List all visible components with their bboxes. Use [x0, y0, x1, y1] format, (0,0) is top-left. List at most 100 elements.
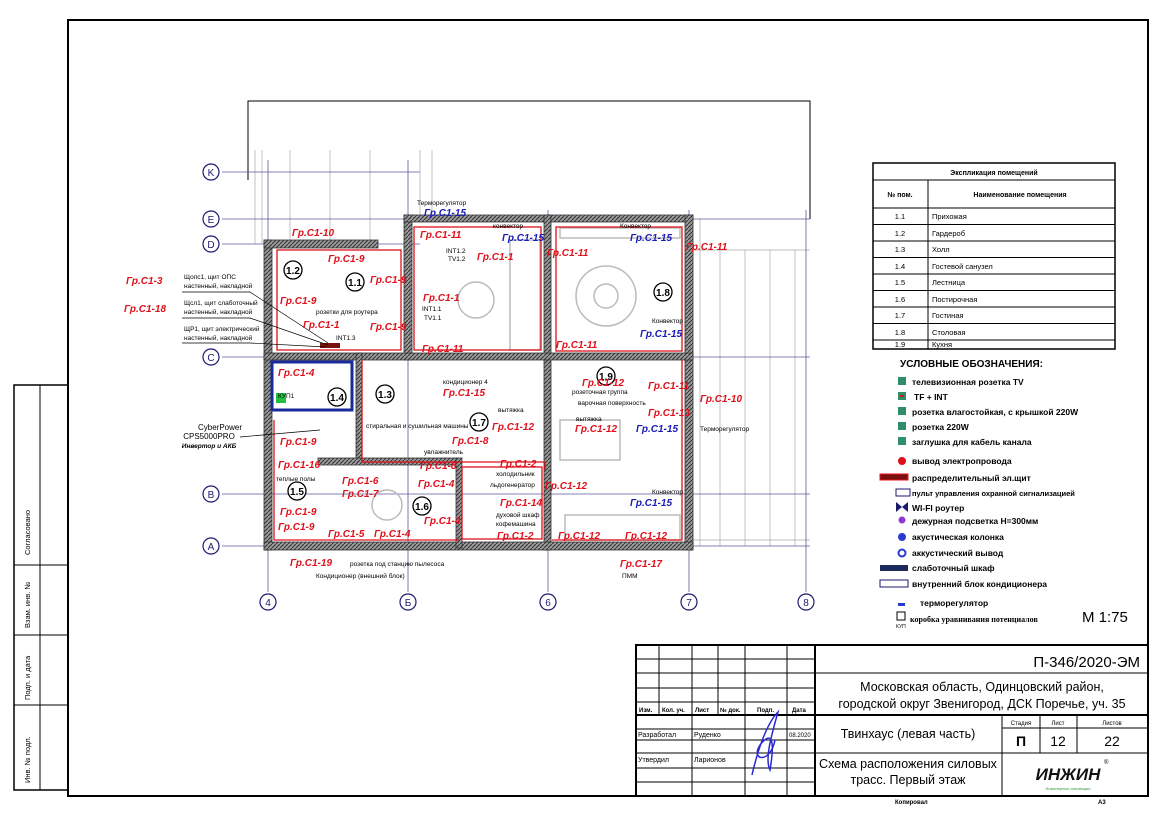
cyberpower-label: CyberPower	[198, 423, 242, 432]
circuit-label: Гр.С1-4	[374, 529, 411, 540]
room-1-6: 1.6	[415, 502, 429, 513]
legend-item: акустическая колонка	[912, 532, 1004, 542]
annotation: конвектор	[493, 223, 524, 230]
room-table-cell: Гардероб	[932, 229, 965, 238]
stamp-sign-date: Подп. и дата	[23, 655, 32, 700]
address-line-2: городской округ Звенигород, ДСК Поречье,…	[838, 697, 1125, 711]
annotation: Щопс1, щит ОПС	[184, 274, 236, 281]
circuit-labels: Гр.С1-10 Гр.С1-9 Гр.С1-9 Гр.С1-9 Гр.С1-9…	[124, 208, 742, 570]
cyberpower-desc: Инвертор и АКБ	[182, 443, 237, 450]
circuit-label: Гр.С1-14	[500, 498, 542, 509]
legend-title: УСЛОВНЫЕ ОБОЗНАЧЕНИЯ:	[900, 359, 1043, 370]
tv-socket-icon	[898, 377, 906, 385]
distribution-board	[320, 343, 340, 348]
floor-plan: K E D C B A 4 Б 6 7 8 1.1 1.2 1.3 1.4 1.…	[124, 100, 815, 611]
legend-item: розетка влагостойкая, с крышкой 220W	[912, 407, 1079, 417]
axis-4: 4	[265, 598, 271, 609]
room-table-col-number: № пом.	[887, 191, 912, 199]
cyberpower-model: CPS5000PRO	[183, 432, 235, 441]
room-table-col-name: Наименование помещения	[973, 192, 1066, 199]
address-line-1: Московская область, Одинцовский район,	[860, 680, 1104, 694]
tb-header: Лист	[695, 708, 709, 714]
tb-date: 08.2020	[789, 733, 811, 739]
object-name: Твинхаус (левая часть)	[841, 727, 976, 741]
annotation: розетка под станцию пылесоса	[350, 561, 445, 568]
circuit-label: Гр.С1-19	[290, 558, 332, 569]
legend-item: WI-FI роутер	[912, 503, 964, 513]
room-1-2: 1.2	[286, 266, 300, 277]
title-block: Изм. Кол. уч. Лист № док. Подп. Дата Раз…	[635, 644, 1149, 806]
legend-item: внутренний блок кондиционера	[912, 579, 1047, 589]
circuit-label: Гр.С1-9	[278, 522, 315, 533]
legend-item: TF + INT	[914, 392, 949, 402]
axis-e: E	[208, 215, 215, 226]
ac-indoor-unit-icon	[879, 579, 909, 588]
circuit-label: Гр.С1-8	[452, 436, 489, 447]
room-table-cell: 1.7	[895, 311, 905, 320]
description-line-1: Схема расположения силовых	[819, 757, 998, 771]
room-table-cell: 1.8	[895, 328, 905, 337]
cable-plug-icon	[898, 437, 906, 445]
circuit-label: Гр.С1-9	[328, 254, 365, 265]
circuit-label: Гр.С1-10	[292, 228, 334, 239]
annotation: духовой шкаф	[496, 511, 540, 519]
annotation: TV1.1	[424, 315, 442, 322]
axis-8: 8	[803, 598, 809, 609]
room-table-cell: Холл	[932, 245, 950, 254]
room-table-cell: 1.6	[895, 295, 905, 304]
annotation: розеточная группа	[572, 389, 628, 396]
room-table-cell: Прихожая	[932, 212, 967, 221]
annotation: ЩР1, щит электрический	[184, 325, 260, 333]
room-table-cell: 1.5	[895, 278, 905, 287]
stage-value: П	[1016, 733, 1026, 749]
annotation: кофемашина	[496, 521, 536, 528]
speaker-icon	[898, 533, 906, 541]
circuit-label: Гр.С1-5	[328, 529, 365, 540]
tb-header: Изм.	[639, 708, 653, 714]
description-line-2: трасс. Первый этаж	[850, 773, 966, 787]
circuit-label: Гр.С1-15	[443, 388, 485, 399]
stamp-strip: Согласовано Взам. инв. № Подп. и дата Ин…	[13, 384, 69, 791]
tb-header: № док.	[720, 707, 741, 714]
annotation: Конвектор	[652, 318, 683, 325]
stamp-replace-inv: Взам. инв. №	[23, 582, 32, 628]
annotation: теплые полы	[276, 476, 316, 483]
legend-item: розетка 220W	[912, 422, 970, 432]
circuit-label: Гр.С1-12	[545, 481, 587, 492]
legend: УСЛОВНЫЕ ОБОЗНАЧЕНИЯ: КУП телевизионная …	[879, 359, 1128, 630]
annotation: Конвектор	[652, 489, 683, 496]
document-code: П-346/2020-ЭМ	[1033, 654, 1140, 671]
low-current-cabinet-icon	[880, 565, 908, 571]
annotation: настенный, накладной	[184, 308, 253, 316]
company-logo-subtitle: Инженерные инновации	[1045, 786, 1090, 791]
waterproof-socket-icon	[898, 407, 906, 415]
legend-item: коробка уравнивания потенциалов	[910, 615, 1038, 624]
annotation: TV1.2	[448, 256, 466, 263]
room-table	[872, 162, 1116, 350]
annotation: ПММ	[622, 573, 638, 580]
annotation: варочная поверхность	[578, 400, 646, 407]
room-1-5: 1.5	[290, 487, 304, 498]
circuit-label: Гр.С1-15	[636, 424, 678, 435]
legend-item: вывод электропровода	[912, 456, 1012, 466]
acoustic-outlet-icon	[897, 548, 907, 558]
annotation: вытяжка	[498, 407, 524, 414]
room-table-cell: Гостиная	[932, 311, 963, 320]
circuit-label: Гр.С1-15	[630, 233, 672, 244]
tb-header: Дата	[792, 708, 807, 714]
circuit-label: Гр.С1-18	[124, 304, 166, 315]
room-1-9: 1.9	[599, 372, 613, 383]
circuit-label: Гр.С1-9	[280, 437, 317, 448]
annotation: настенный, накладной	[184, 282, 253, 290]
alarm-panel-icon	[895, 488, 911, 497]
tb-header: Кол. уч.	[662, 708, 685, 714]
annotation: INT1.2	[446, 248, 466, 255]
annotations: Терморегулятор Щопс1, щит ОПС настенный,…	[184, 200, 749, 580]
sheets-header: Листов	[1102, 721, 1122, 727]
tb-role: Утвердил	[638, 757, 669, 764]
format-label: А3	[1098, 800, 1106, 806]
socket-icon	[898, 422, 906, 430]
circuit-label: Гр.С1-13	[648, 408, 690, 419]
axis-b: B	[208, 490, 215, 501]
room-table-cell: Столовая	[932, 328, 966, 337]
